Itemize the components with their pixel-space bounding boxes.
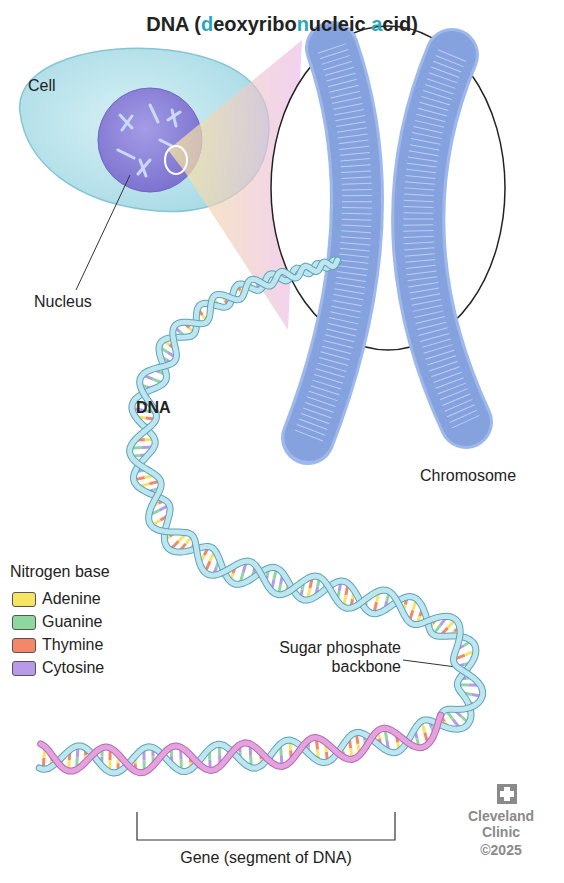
gene-bracket xyxy=(137,812,395,840)
part-label: Nucleus xyxy=(34,292,124,311)
part-label: Gene (segment of DNA) xyxy=(136,848,396,867)
legend-swatch xyxy=(12,592,36,607)
part-label: Sugar phosphate backbone xyxy=(270,638,401,676)
legend-text: Cytosine xyxy=(42,658,162,677)
part-label: Cell xyxy=(28,76,88,95)
leader-line xyxy=(76,175,130,290)
legend-swatch xyxy=(12,615,36,630)
legend-text: Thymine xyxy=(42,635,162,654)
leader-line xyxy=(403,660,456,667)
part-label: Chromosome xyxy=(420,466,560,485)
logo-text: Cleveland Clinic xyxy=(462,808,540,840)
legend-swatch xyxy=(12,661,36,676)
diagram-title: DNA (deoxyribonucleic acid) xyxy=(0,12,564,36)
backbone-strand xyxy=(41,715,441,773)
legend-swatch xyxy=(12,638,36,653)
backbone-strand xyxy=(41,715,441,773)
part-label: DNA xyxy=(136,398,196,417)
clinic-logo xyxy=(497,784,517,804)
legend-text: Guanine xyxy=(42,612,162,631)
nucleus-chromosomes xyxy=(118,105,180,176)
zoom-marker xyxy=(165,146,187,174)
backbone-strand xyxy=(39,260,476,773)
backbone-strand xyxy=(130,260,483,715)
legend-heading: Nitrogen base xyxy=(10,562,150,581)
backbone-strand xyxy=(39,260,476,773)
legend-text: Adenine xyxy=(42,589,162,608)
copyright-note: ©2025 xyxy=(462,842,540,858)
backbone-strand xyxy=(130,260,483,715)
chromosome xyxy=(308,48,466,438)
